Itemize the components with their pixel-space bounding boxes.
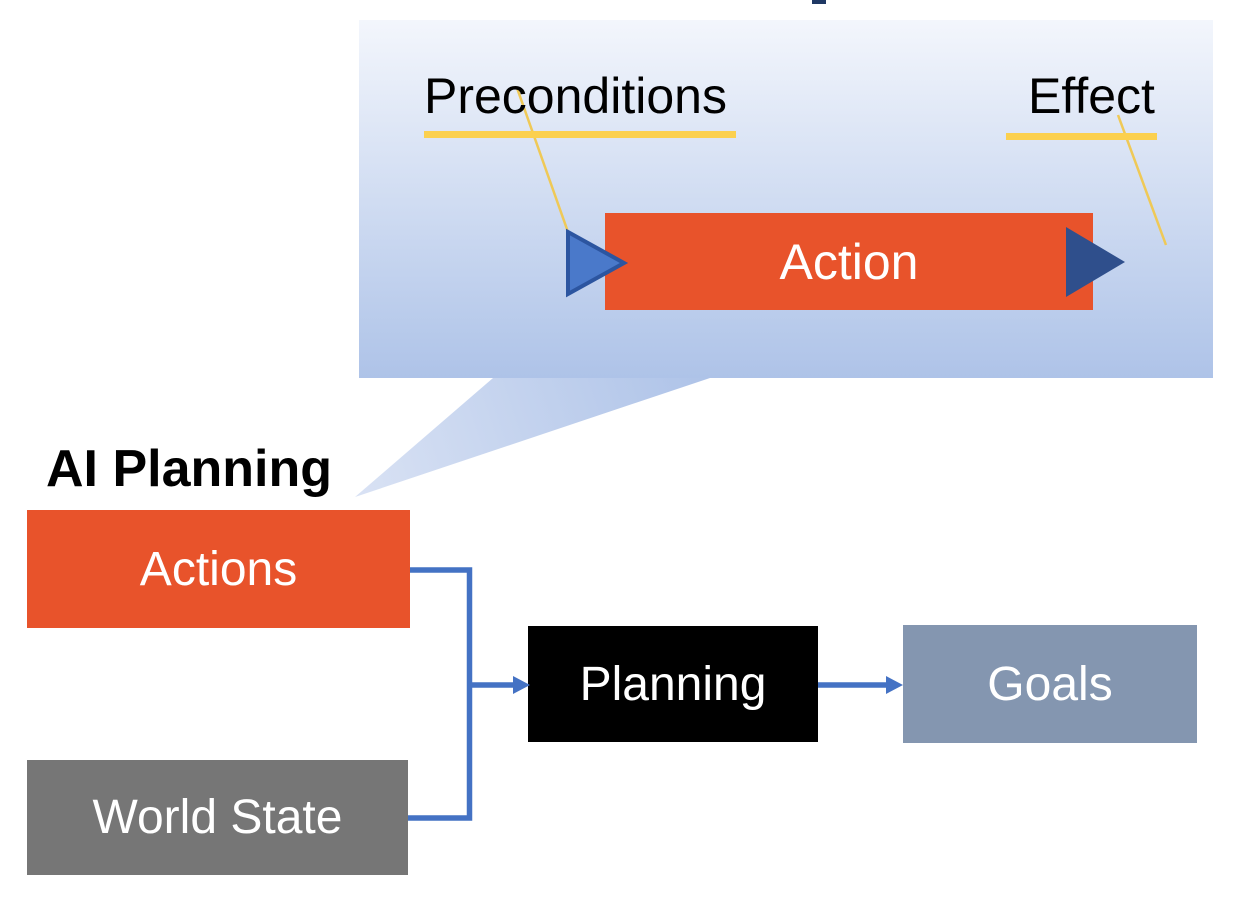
preconditions-underline	[424, 131, 736, 138]
planning-box: Planning	[528, 626, 818, 742]
preconditions-label: Preconditions	[424, 68, 727, 124]
action-label: Action	[779, 233, 919, 290]
section-title: AI Planning	[46, 440, 332, 498]
callout-bubble	[359, 20, 1213, 378]
action-box: Action	[605, 213, 1093, 310]
goals-box: Goals	[903, 625, 1197, 743]
actions-box: Actions	[27, 510, 410, 628]
planning-label: Planning	[579, 657, 767, 711]
world-state-box: World State	[27, 760, 408, 875]
actions-worldstate-connector	[408, 567, 473, 821]
arrowhead-icon	[886, 676, 903, 694]
cropped-glyph-fragment	[812, 0, 826, 4]
effect-underline	[1006, 133, 1157, 140]
world-state-label: World State	[92, 791, 343, 844]
actions-label: Actions	[139, 542, 298, 596]
callout-tail	[355, 378, 710, 497]
effect-label: Effect	[1028, 68, 1155, 124]
goals-label: Goals	[987, 657, 1113, 711]
